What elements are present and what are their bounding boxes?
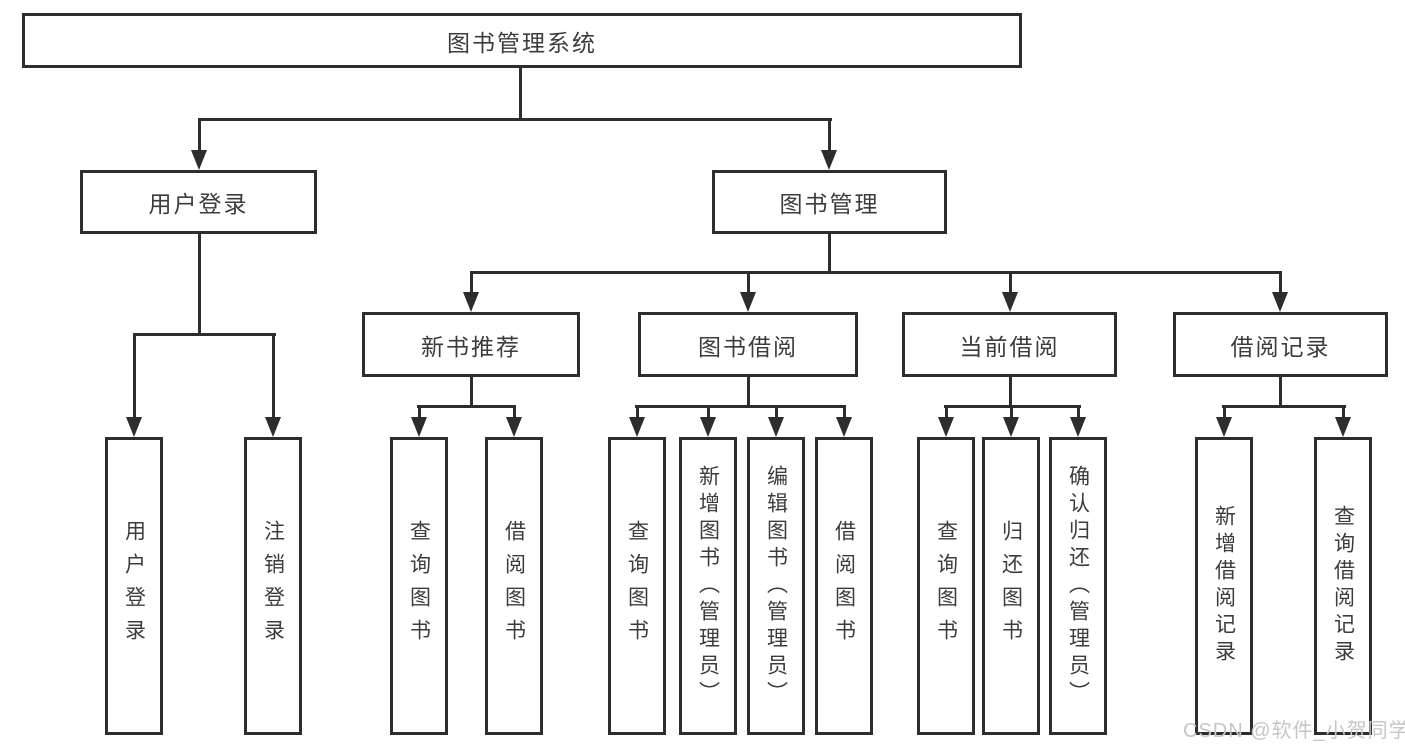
connector-bookborrow-drop-3: [775, 405, 778, 421]
connector-bookborrow-hline: [635, 405, 846, 408]
connector-borrowrecord-stem: [1279, 375, 1282, 408]
node-leaf-borrow-edit-admin: 编辑图书（管理员）: [747, 437, 805, 735]
node-leaf-user-login: 用户登录: [105, 437, 163, 735]
connector-root-drop-right: [828, 118, 831, 152]
arrow-down-icon: [700, 417, 716, 437]
connector-bookborrow-drop-4: [843, 405, 846, 421]
node-leaf-logout: 注销登录: [244, 437, 302, 735]
arrow-down-icon: [629, 417, 645, 437]
connector-bookmgmt-drop-4: [1279, 271, 1282, 296]
node-leaf-borrow-add-admin-label: 新增图书（管理员）: [696, 464, 720, 708]
node-leaf-borrow-borrow: 借阅图书: [815, 437, 873, 735]
node-leaf-current-return: 归还图书: [982, 437, 1040, 735]
connector-newbook-stem: [470, 375, 473, 408]
connector-currentborrow-drop-1: [945, 405, 948, 421]
node-new-book-recommend-label: 新书推荐: [421, 333, 521, 360]
node-leaf-borrow-edit-admin-label: 编辑图书（管理员）: [764, 464, 788, 708]
arrow-down-icon: [768, 417, 784, 437]
node-leaf-user-login-label: 用户登录: [122, 520, 146, 652]
node-leaf-record-add-label: 新增借阅记录: [1212, 505, 1236, 667]
arrow-down-icon: [126, 417, 142, 437]
node-leaf-logout-label: 注销登录: [261, 520, 285, 652]
arrow-down-icon: [1070, 417, 1086, 437]
arrow-down-icon: [938, 417, 954, 437]
connector-bookmgmt-drop-3: [1009, 271, 1012, 296]
node-book-management-label: 图书管理: [779, 191, 880, 217]
arrow-down-icon: [821, 150, 837, 170]
connector-userlogin-hline: [133, 333, 276, 336]
connector-root-drop-left: [198, 118, 201, 152]
node-leaf-current-confirm-admin: 确认归还（管理员）: [1049, 437, 1107, 735]
arrow-down-icon: [191, 150, 207, 170]
csdn-watermark: CSDN @软件_小贺同学: [1183, 720, 1405, 742]
node-user-login-label: 用户登录: [148, 191, 249, 217]
connector-userlogin-stem: [198, 233, 201, 336]
arrow-down-icon: [506, 417, 522, 437]
connector-borrowrecord-drop-2: [1342, 405, 1345, 421]
arrow-down-icon: [740, 292, 756, 312]
node-leaf-current-confirm-admin-label: 确认归还（管理员）: [1066, 464, 1090, 708]
connector-currentborrow-drop-3: [1077, 405, 1080, 421]
node-library-system-label: 图书管理系统: [447, 29, 597, 56]
connector-root-hline: [198, 118, 832, 121]
arrow-down-icon: [1003, 417, 1019, 437]
arrow-down-icon: [411, 417, 427, 437]
node-library-system: 图书管理系统: [22, 13, 1022, 68]
node-leaf-newbook-borrow-label: 借阅图书: [502, 520, 526, 652]
connector-bookborrow-drop-1: [636, 405, 639, 421]
arrow-down-icon: [1272, 292, 1288, 312]
node-leaf-current-query: 查询图书: [917, 437, 975, 735]
node-leaf-newbook-query-label: 查询图书: [407, 520, 431, 652]
node-book-borrow-label: 图书借阅: [698, 333, 798, 360]
connector-borrowrecord-drop-1: [1223, 405, 1226, 421]
arrow-down-icon: [836, 417, 852, 437]
connector-currentborrow-stem: [1009, 375, 1012, 408]
node-leaf-borrow-borrow-label: 借阅图书: [832, 520, 856, 652]
node-leaf-newbook-borrow: 借阅图书: [485, 437, 543, 735]
connector-borrowrecord-hline: [1222, 405, 1346, 408]
connector-bookborrow-stem: [747, 375, 750, 408]
node-leaf-record-add: 新增借阅记录: [1195, 437, 1253, 735]
node-leaf-newbook-query: 查询图书: [390, 437, 448, 735]
connector-newbook-drop-1: [418, 405, 421, 421]
connector-bookmgmt-stem: [828, 233, 831, 274]
node-book-borrow: 图书借阅: [638, 312, 858, 377]
node-current-borrow: 当前借阅: [902, 312, 1117, 377]
arrow-down-icon: [1002, 292, 1018, 312]
arrow-down-icon: [1335, 417, 1351, 437]
connector-userlogin-drop-1: [133, 333, 136, 421]
connector-newbook-drop-2: [513, 405, 516, 421]
node-leaf-borrow-query-label: 查询图书: [625, 520, 649, 652]
node-current-borrow-label: 当前借阅: [959, 333, 1060, 360]
node-borrow-record: 借阅记录: [1173, 312, 1388, 377]
node-borrow-record-label: 借阅记录: [1230, 333, 1331, 360]
node-leaf-borrow-query: 查询图书: [608, 437, 666, 735]
connector-bookmgmt-hline: [470, 271, 1282, 274]
connector-newbook-hline: [417, 405, 516, 408]
node-user-login: 用户登录: [80, 170, 317, 234]
node-leaf-current-return-label: 归还图书: [999, 520, 1023, 652]
connector-currentborrow-drop-2: [1010, 405, 1013, 421]
arrow-down-icon: [265, 417, 281, 437]
node-new-book-recommend: 新书推荐: [362, 312, 580, 377]
node-book-management: 图书管理: [712, 170, 947, 234]
connector-userlogin-drop-2: [272, 333, 275, 421]
node-leaf-current-query-label: 查询图书: [934, 520, 958, 652]
arrow-down-icon: [1216, 417, 1232, 437]
arrow-down-icon: [463, 292, 479, 312]
connector-bookborrow-drop-2: [707, 405, 710, 421]
node-leaf-record-query: 查询借阅记录: [1314, 437, 1372, 735]
node-leaf-borrow-add-admin: 新增图书（管理员）: [679, 437, 737, 735]
node-leaf-record-query-label: 查询借阅记录: [1331, 505, 1355, 667]
connector-root-stem: [519, 65, 522, 121]
connector-bookmgmt-drop-2: [747, 271, 750, 296]
connector-bookmgmt-drop-1: [470, 271, 473, 296]
